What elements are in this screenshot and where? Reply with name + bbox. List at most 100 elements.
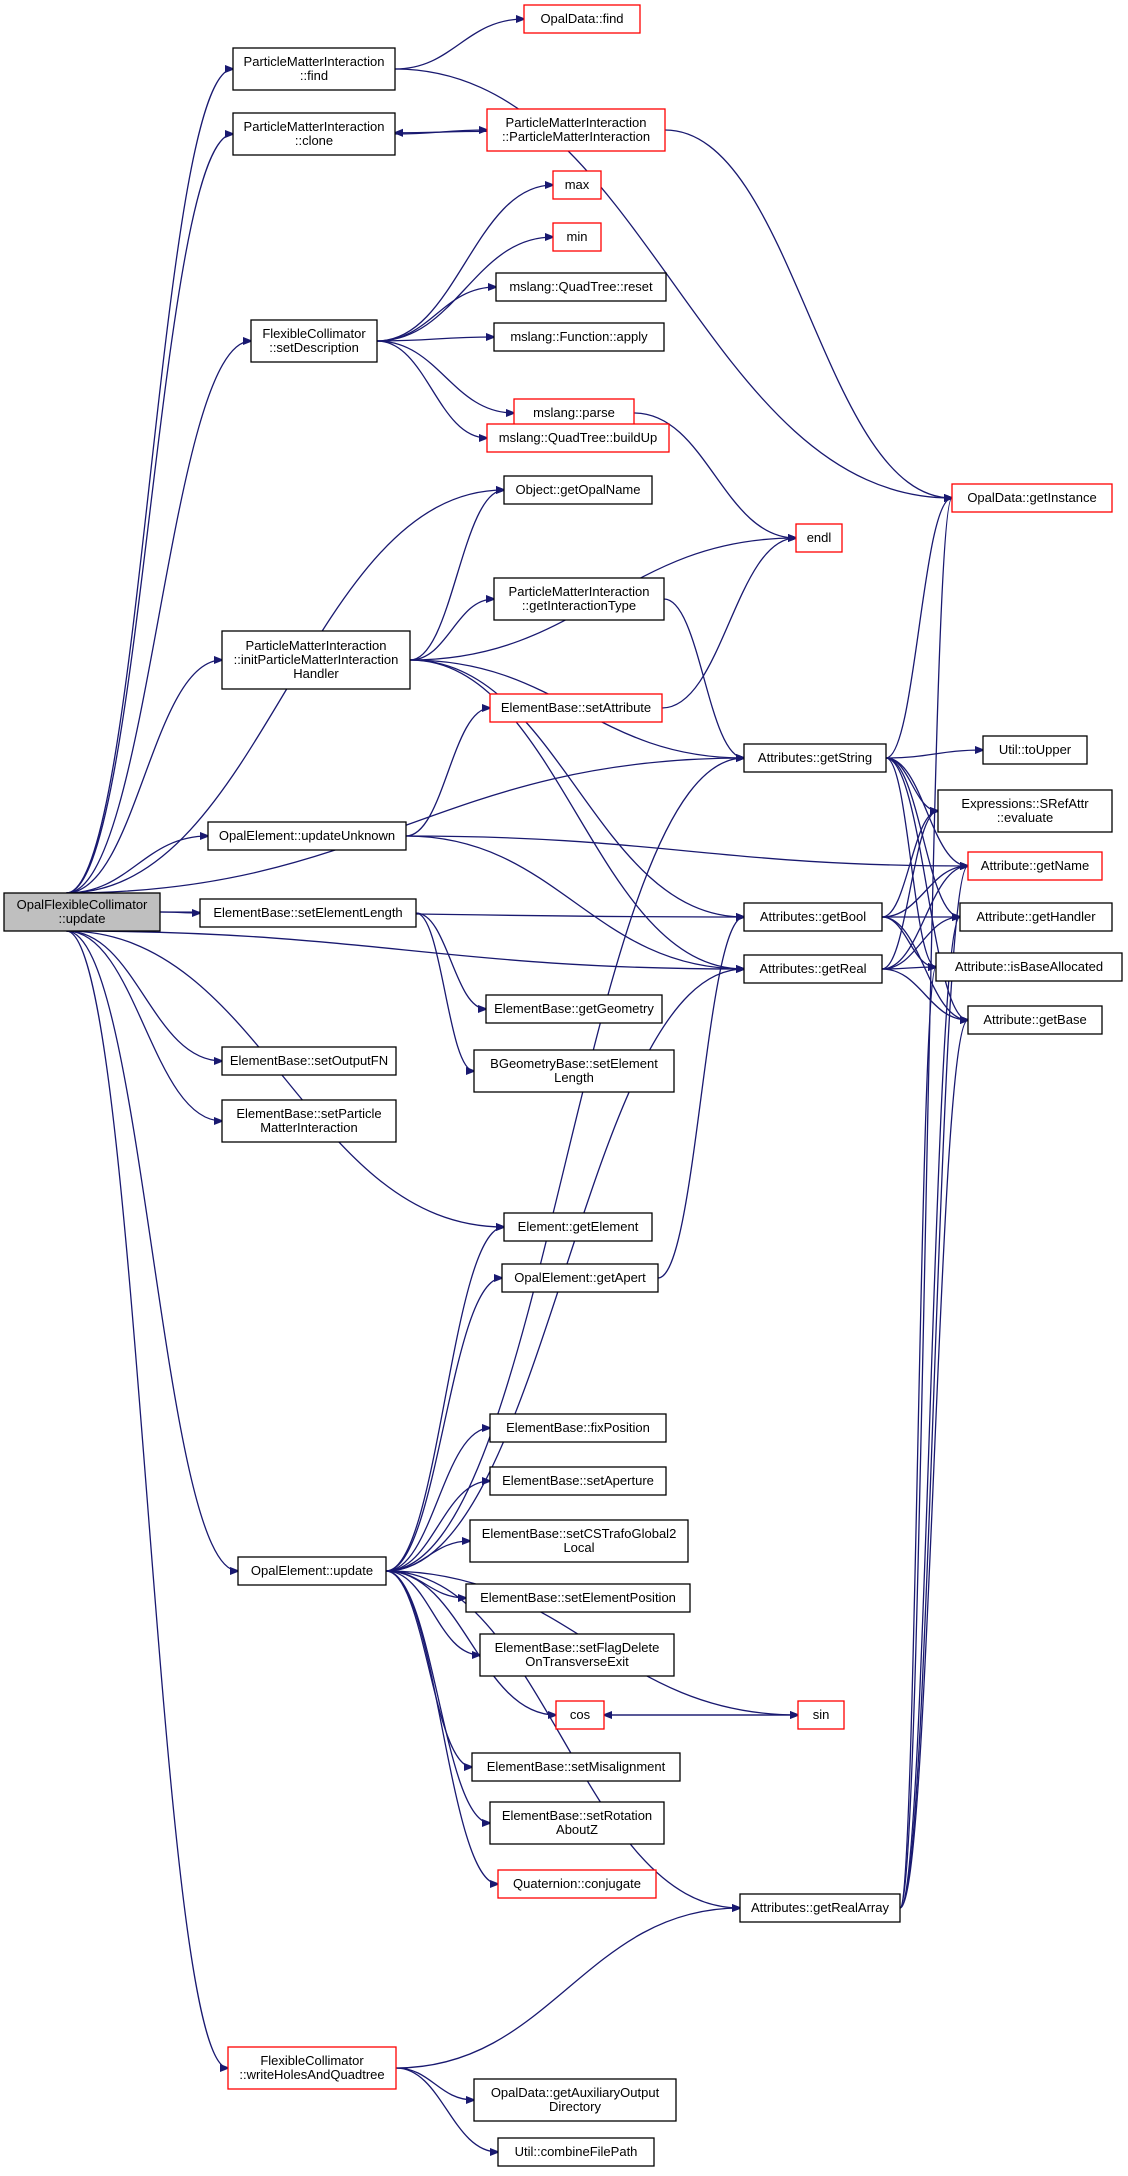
node-box [503, 1212, 653, 1242]
node-attribute-getname[interactable]: Attribute::getName [967, 851, 1103, 881]
node-attribute-gethandler[interactable]: Attribute::getHandler [959, 902, 1113, 932]
node-elementbase-getgeometry[interactable]: ElementBase::getGeometry [485, 994, 663, 1024]
edge-root-to-eb_setout [66, 930, 222, 1061]
edge-oe_update-to-eb_setflag [385, 1570, 480, 1655]
node-label-line: ParticleMatterInteraction [244, 54, 385, 69]
node-particlematterinteraction-initparticlematterinteractionhandler[interactable]: ParticleMatterInteraction::initParticleM… [221, 630, 411, 690]
node-mslang-quadtree-reset[interactable]: mslang::QuadTree::reset [495, 272, 667, 302]
edge-at_getreal-to-ex_eval [881, 811, 938, 970]
node-elementbase-setelementposition[interactable]: ElementBase::setElementPosition [465, 1583, 691, 1613]
edge-fc_setdesc-to-max [376, 185, 553, 342]
node-label-line: ElementBase::setParticle [236, 1106, 381, 1121]
node-mslang-function-apply[interactable]: mslang::Function::apply [493, 322, 665, 352]
node-elementbase-setelementlength[interactable]: ElementBase::setElementLength [199, 898, 417, 928]
node-opalelement-getapert[interactable]: OpalElement::getApert [501, 1263, 659, 1293]
node-min[interactable]: min [552, 222, 602, 252]
node-box [552, 170, 602, 200]
node-label-line: min [567, 229, 588, 244]
edge-layer [66, 19, 983, 2152]
node-label-line: Attributes::getBool [760, 909, 866, 924]
node-label-line: ::initParticleMatterInteraction [234, 652, 399, 667]
edge-pmi_type-to-at_getstr [663, 598, 744, 758]
node-box [237, 1556, 387, 1586]
node-label-line: Attribute::isBaseAllocated [955, 959, 1103, 974]
node-label-line: Attribute::getBase [983, 1012, 1086, 1027]
node-particlematterinteraction-clone[interactable]: ParticleMatterInteraction::clone [232, 112, 396, 156]
node-label-line: Object::getOpalName [515, 482, 640, 497]
node-expressions-srefattr-evaluate[interactable]: Expressions::SRefAttr::evaluate [937, 789, 1113, 833]
node-elementbase-setattribute[interactable]: ElementBase::setAttribute [489, 693, 663, 723]
edge-fc_setdesc-to-qt_build [376, 340, 487, 438]
node-mslang-parse[interactable]: mslang::parse [513, 398, 635, 428]
node-label-line: ::writeHolesAndQuadtree [239, 2067, 384, 2082]
node-mslang-quadtree-buildup[interactable]: mslang::QuadTree::buildUp [486, 423, 670, 453]
node-opalelement-update[interactable]: OpalElement::update [237, 1556, 387, 1586]
node-elementbase-setparticlematterinteraction[interactable]: ElementBase::setParticleMatterInteractio… [221, 1099, 397, 1143]
node-particlematterinteraction-getinteractiontype[interactable]: ParticleMatterInteraction::getInteractio… [493, 577, 665, 621]
node-flexiblecollimator-setdescription[interactable]: FlexibleCollimator::setDescription [250, 319, 378, 363]
node-box [743, 954, 883, 984]
edge-eb_setlen-to-eb_getgeo [415, 912, 486, 1009]
node-attributes-getreal[interactable]: Attributes::getReal [743, 954, 883, 984]
node-box [232, 47, 396, 91]
node-attributes-getstring[interactable]: Attributes::getString [743, 743, 887, 773]
node-box [199, 898, 417, 928]
node-elementbase-setmisalignment[interactable]: ElementBase::setMisalignment [471, 1752, 681, 1782]
node-opalflexiblecollimator-update[interactable]: OpalFlexibleCollimator::update [3, 892, 161, 932]
node-box [739, 1893, 901, 1923]
edge-at_getstr-to-at_gethandler [885, 757, 960, 917]
node-box [797, 1700, 845, 1730]
node-attributes-getbool[interactable]: Attributes::getBool [743, 902, 883, 932]
node-cos[interactable]: cos [555, 1700, 605, 1730]
node-elementbase-setaperture[interactable]: ElementBase::setAperture [489, 1466, 667, 1496]
node-box [221, 630, 411, 690]
node-util-combinefilepath[interactable]: Util::combineFilePath [497, 2137, 655, 2167]
node-object-getopalname[interactable]: Object::getOpalName [503, 475, 653, 505]
node-elementbase-setoutputfn[interactable]: ElementBase::setOutputFN [221, 1046, 397, 1076]
node-flexiblecollimator-writeholesandquadtree[interactable]: FlexibleCollimator::writeHolesAndQuadtre… [227, 2046, 397, 2090]
edge-root-to-el_getel [66, 930, 504, 1227]
node-sin[interactable]: sin [797, 1700, 845, 1730]
edge-eb_setlen-to-bg_setlen [415, 912, 474, 1071]
node-label-line: OpalData::getInstance [967, 490, 1096, 505]
node-label-line: OpalData::find [540, 11, 623, 26]
node-attribute-isbaseallocated[interactable]: Attribute::isBaseAllocated [935, 952, 1123, 982]
node-util-toupper[interactable]: Util::toUpper [982, 735, 1088, 765]
node-box [207, 821, 407, 851]
node-opaldata-getinstance[interactable]: OpalData::getInstance [951, 483, 1113, 513]
node-element-getelement[interactable]: Element::getElement [503, 1212, 653, 1242]
node-label-line: ElementBase::setMisalignment [487, 1759, 666, 1774]
node-quaternion-conjugate[interactable]: Quaternion::conjugate [497, 1869, 657, 1899]
node-endl[interactable]: endl [795, 523, 843, 553]
node-box [489, 1801, 665, 1845]
node-label-line: Attributes::getReal [760, 961, 867, 976]
node-opalelement-updateunknown[interactable]: OpalElement::updateUnknown [207, 821, 407, 851]
node-attribute-getbase[interactable]: Attribute::getBase [967, 1005, 1103, 1035]
node-max[interactable]: max [552, 170, 602, 200]
edge-at_getreal-to-at_getbase [881, 968, 968, 1020]
node-box [493, 322, 665, 352]
node-box [489, 1466, 667, 1496]
node-attributes-getrealarray[interactable]: Attributes::getRealArray [739, 1893, 901, 1923]
node-label-line: ::find [300, 68, 328, 83]
node-elementbase-setflagdeleteontransverseexit[interactable]: ElementBase::setFlagDeleteOnTransverseEx… [479, 1633, 675, 1677]
node-elementbase-fixposition[interactable]: ElementBase::fixPosition [489, 1413, 667, 1443]
node-label-line: ::update [59, 911, 106, 926]
edge-oe_updunk-to-at_getname [405, 835, 968, 866]
edge-root-to-oe_update [66, 930, 238, 1571]
node-label-line: Length [554, 1070, 594, 1085]
node-label-line: mslang::Function::apply [510, 329, 648, 344]
node-bgeometrybase-setelementlength[interactable]: BGeometryBase::setElementLength [473, 1049, 675, 1093]
node-label-line: ElementBase::setElementPosition [480, 1590, 676, 1605]
node-particlematterinteraction-particlematterinteraction[interactable]: ParticleMatterInteraction::ParticleMatte… [486, 108, 666, 152]
node-box [513, 398, 635, 428]
node-opaldata-find[interactable]: OpalData::find [523, 4, 641, 34]
node-particlematterinteraction-find[interactable]: ParticleMatterInteraction::find [232, 47, 396, 91]
node-label-line: ::evaluate [997, 810, 1053, 825]
edge-fc_setdesc-to-qt_reset [376, 287, 496, 342]
node-box [555, 1700, 605, 1730]
